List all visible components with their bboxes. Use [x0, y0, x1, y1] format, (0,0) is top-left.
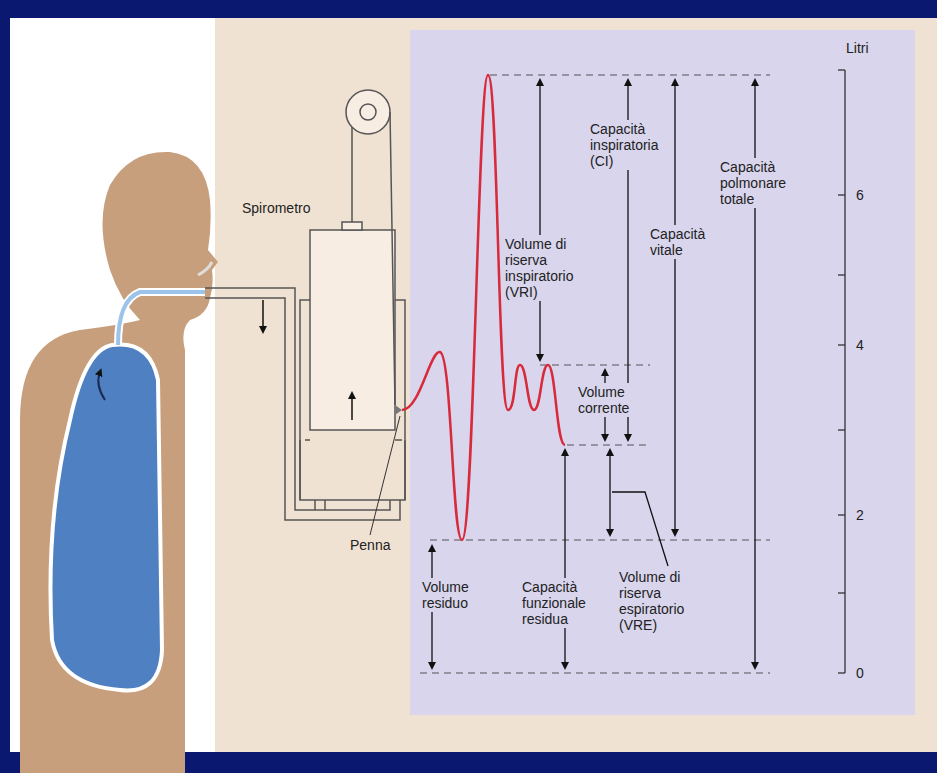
part-name: Spirometro: [242, 200, 310, 216]
part-name: Penna: [350, 537, 390, 553]
axis-number: 2: [856, 507, 864, 523]
axis-number: 6: [856, 187, 864, 203]
nose-clip: [198, 262, 212, 275]
graph-panel: [410, 30, 915, 715]
spirometer: [300, 90, 405, 500]
capacity-label: Capacità vitale: [648, 225, 714, 259]
lung: [50, 344, 162, 690]
volume-label: Volume di riserva inspiratorio (VRI): [503, 235, 595, 301]
beige-panel: [215, 18, 937, 752]
capacity-label: Capacità funzionale residua: [520, 578, 606, 628]
spirogram-curve: [402, 75, 565, 540]
trachea: [118, 292, 205, 345]
flow-arrow: [262, 300, 264, 330]
capacity-label: Capacità inspiratoria (CI): [588, 120, 672, 170]
person-silhouette: [20, 152, 218, 773]
litre-axis: [838, 70, 845, 673]
slide-ground: [10, 18, 937, 752]
air-arrow: [98, 372, 105, 400]
volume-label: Volume corrente: [576, 383, 644, 417]
leader-line: [370, 416, 400, 535]
airway: [118, 292, 205, 345]
volume-label: Volume di riserva espiratorio (VRE): [617, 568, 713, 634]
bell-arrow: [351, 395, 353, 420]
axis-number: 0: [856, 665, 864, 681]
axis-title: Litri: [846, 40, 869, 56]
capacity-label: Capacità polmonare totale: [718, 158, 798, 208]
volume-label: Volume residuo: [420, 578, 494, 612]
pen-tip: [395, 405, 402, 415]
axis-number: 4: [856, 337, 864, 353]
